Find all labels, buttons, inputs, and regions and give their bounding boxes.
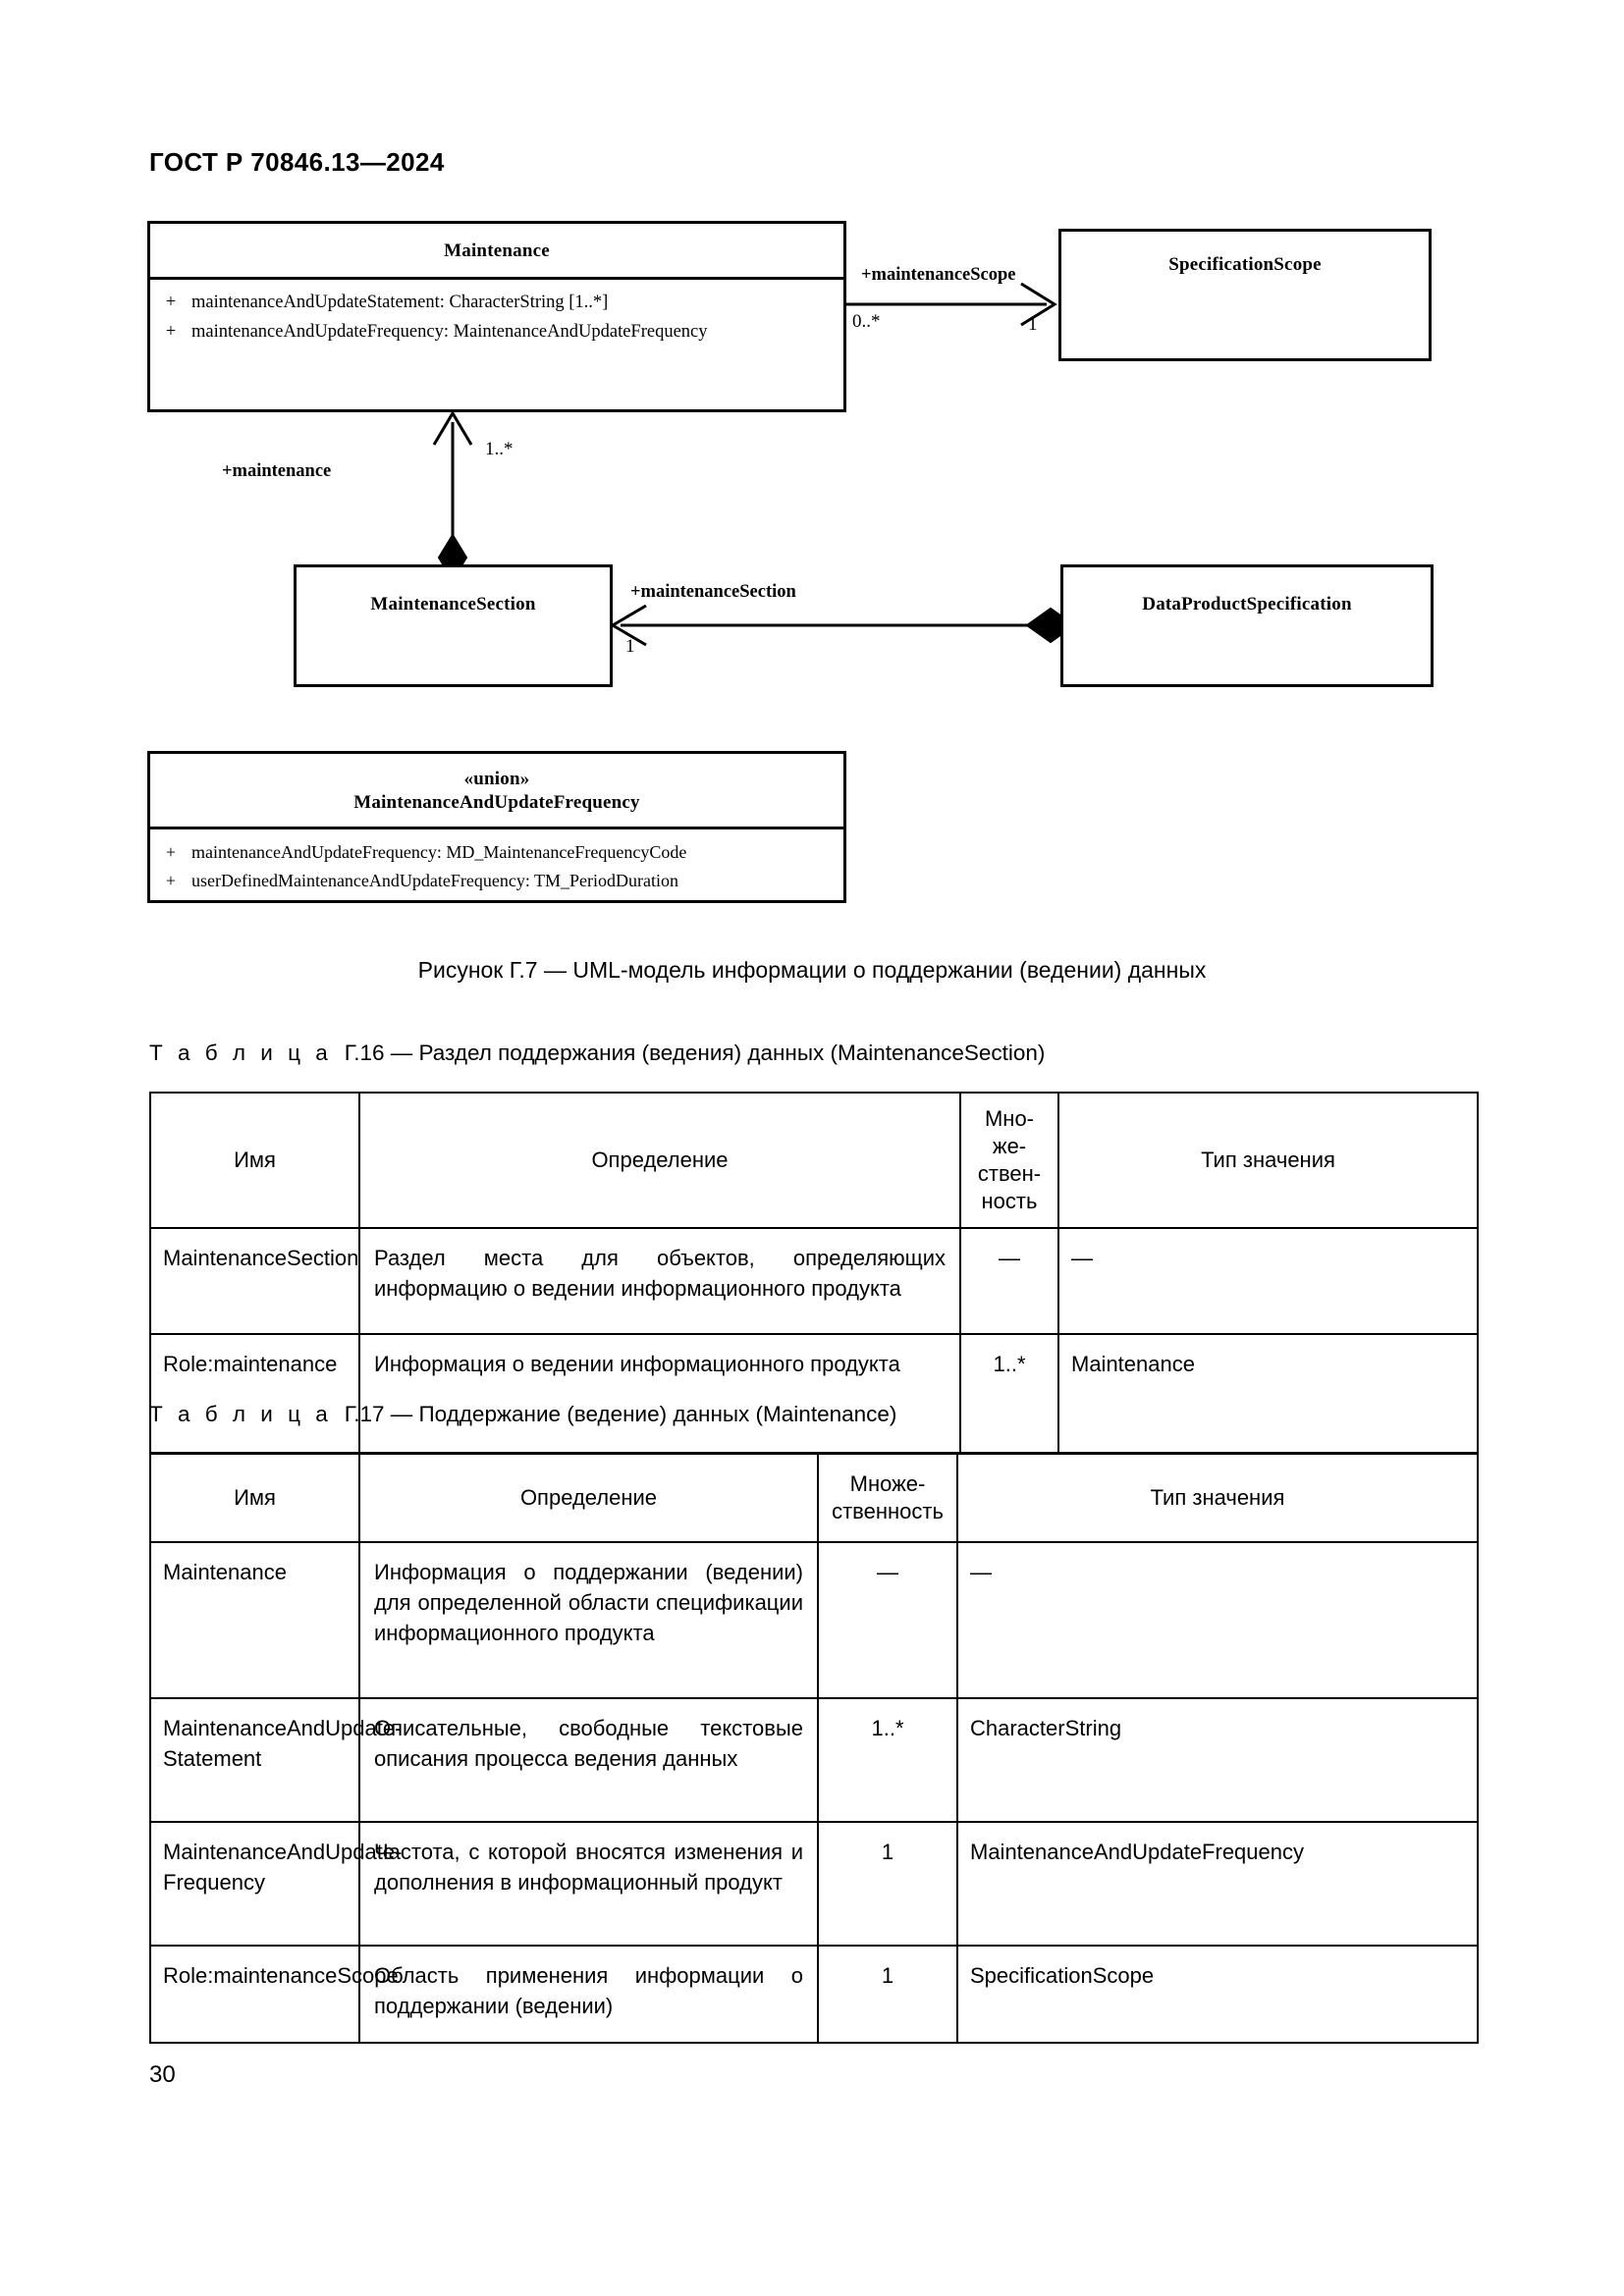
association-role-maintenancesection: +maintenanceSection	[630, 582, 796, 602]
attribute-text: maintenanceAndUpdateFrequency: Maintenan…	[191, 321, 708, 342]
cell-multiplicity: 1	[817, 1821, 958, 1947]
attribute-text: maintenanceAndUpdateStatement: Character…	[191, 292, 609, 312]
uml-attribute: + maintenanceAndUpdateStatement: Charact…	[150, 289, 843, 318]
table-row: Maintenance Информация о поддержании (ве…	[149, 1541, 1479, 1699]
uml-class-title: MaintenanceSection	[370, 594, 536, 614]
table-row: MaintenanceAndUpdate-Statement Описатель…	[149, 1697, 1479, 1823]
cell-definition: Информация о поддержании (ведении) для о…	[358, 1541, 819, 1699]
multiplicity-specificationscope-end: 1	[1028, 314, 1038, 335]
cell-value-type: Maintenance	[1057, 1333, 1479, 1454]
cell-name: MaintenanceSection	[149, 1227, 360, 1335]
association-role-maintenancescope: +maintenanceScope	[861, 265, 1016, 285]
page-number: 30	[149, 2061, 176, 2088]
cell-multiplicity: 1..*	[817, 1697, 958, 1823]
uml-stereotype: «union»	[463, 769, 530, 789]
uml-class-title: «union» MaintenanceAndUpdateFrequency	[150, 754, 843, 827]
uml-class-title: DataProductSpecification	[1142, 594, 1352, 614]
attribute-text: userDefinedMaintenanceAndUpdateFrequency…	[191, 870, 679, 890]
table-g17: Имя Определение Множе- ственность Тип зн…	[149, 1453, 1479, 2044]
header-definition: Определение	[358, 1453, 819, 1543]
table-caption-text: Г.16 — Раздел поддержания (ведения) данн…	[344, 1041, 1046, 1065]
table-caption-text: Г.17 — Поддержание (ведение) данных (Mai…	[344, 1402, 897, 1426]
table-row: Role:maintenanceScope Область применения…	[149, 1945, 1479, 2044]
uml-class-maintenance: Maintenance + maintenanceAndUpdateStatem…	[147, 221, 846, 412]
uml-class-maintenanceandupdatefrequency: «union» MaintenanceAndUpdateFrequency + …	[147, 751, 846, 903]
uml-attribute: + maintenanceAndUpdateFrequency: MD_Main…	[150, 838, 843, 867]
association-role-maintenance: +maintenance	[222, 461, 332, 481]
running-head: ГОСТ Р 70846.13—2024	[149, 147, 445, 177]
header-value-type: Тип значения	[1057, 1092, 1479, 1229]
table-g16: Имя Определение Мно- же- ствен- ность Ти…	[149, 1092, 1479, 1454]
table-row: MaintenanceAndUpdate-Frequency Частота, …	[149, 1821, 1479, 1947]
cell-multiplicity: —	[959, 1227, 1059, 1335]
table-caption-label: Т а б л и ц а	[149, 1402, 333, 1426]
uml-class-maintenancesection: MaintenanceSection	[294, 564, 613, 687]
cell-name: MaintenanceAndUpdate-Statement	[149, 1697, 402, 1823]
visibility-marker: +	[165, 841, 177, 862]
table-header-row: Имя Определение Мно- же- ствен- ность Ти…	[149, 1092, 1479, 1229]
visibility-marker: +	[165, 870, 177, 890]
header-multiplicity-line: Множе-	[849, 1470, 926, 1496]
cell-definition: Область применения информации о поддержа…	[358, 1945, 819, 2044]
cell-name: MaintenanceAndUpdate-Frequency	[149, 1821, 402, 1947]
multiplicity-maintenance-end: 0..*	[852, 311, 881, 332]
header-multiplicity: Мно- же- ствен- ность	[959, 1092, 1059, 1229]
table-row: MaintenanceSection Раздел места для объе…	[149, 1227, 1479, 1335]
uml-class-specificationscope: SpecificationScope	[1058, 229, 1432, 361]
cell-definition: Раздел места для объектов, определяющих …	[358, 1227, 961, 1335]
uml-class-name: MaintenanceAndUpdateFrequency	[353, 791, 640, 813]
attribute-text: maintenanceAndUpdateFrequency: MD_Mainte…	[191, 841, 687, 862]
table-row: Role:maintenance Информация о ведении ин…	[149, 1333, 1479, 1454]
cell-multiplicity: —	[817, 1541, 958, 1699]
uml-attribute: + userDefinedMaintenanceAndUpdateFrequen…	[150, 867, 843, 895]
table-caption-g16: Т а б л и ц а Г.16 — Раздел поддержания …	[149, 1041, 1045, 1066]
multiplicity-maintenancesection-end: 1	[625, 636, 635, 657]
figure-caption: Рисунок Г.7 — UML-модель информации о по…	[417, 957, 1207, 983]
table-caption-label: Т а б л и ц а	[149, 1041, 333, 1065]
cell-value-type: —	[956, 1541, 1479, 1699]
uml-attribute-list: + maintenanceAndUpdateFrequency: MD_Main…	[150, 829, 843, 895]
header-multiplicity-line: Мно-	[984, 1105, 1035, 1131]
header-definition: Определение	[358, 1092, 961, 1229]
cell-value-type: SpecificationScope	[956, 1945, 1479, 2044]
uml-attribute-list: + maintenanceAndUpdateStatement: Charact…	[150, 280, 843, 347]
multiplicity-maintenance-target: 1..*	[485, 439, 514, 459]
uml-class-dataproductspecification: DataProductSpecification	[1060, 564, 1434, 687]
header-name: Имя	[149, 1453, 360, 1543]
uml-diagram: Maintenance + maintenanceAndUpdateStatem…	[147, 221, 1483, 928]
uml-divider	[150, 826, 843, 829]
header-name: Имя	[149, 1092, 360, 1229]
cell-definition: Частота, с которой вносятся изменения и …	[358, 1821, 819, 1947]
visibility-marker: +	[165, 321, 177, 342]
cell-multiplicity: 1	[817, 1945, 958, 2044]
cell-value-type: MaintenanceAndUpdateFrequency	[956, 1821, 1479, 1947]
cell-definition: Описательные, свободные текстовые описан…	[358, 1697, 819, 1823]
visibility-marker: +	[165, 292, 177, 312]
uml-class-title: Maintenance	[444, 240, 550, 261]
cell-name: Role:maintenanceScope	[149, 1945, 399, 2044]
cell-multiplicity: 1..*	[959, 1333, 1059, 1454]
cell-name: Maintenance	[149, 1541, 360, 1699]
header-multiplicity-line: ность	[981, 1189, 1038, 1214]
table-header-row: Имя Определение Множе- ственность Тип зн…	[149, 1453, 1479, 1543]
header-multiplicity-line: ственность	[832, 1499, 944, 1523]
header-multiplicity: Множе- ственность	[817, 1453, 958, 1543]
table-caption-g17: Т а б л и ц а Г.17 — Поддержание (ведени…	[149, 1402, 896, 1427]
uml-attribute: + maintenanceAndUpdateFrequency: Mainten…	[150, 318, 843, 347]
header-multiplicity-line: же-	[992, 1133, 1027, 1158]
cell-name: Role:maintenance	[149, 1333, 360, 1454]
header-value-type: Тип значения	[956, 1453, 1479, 1543]
uml-class-title: SpecificationScope	[1168, 254, 1322, 275]
header-multiplicity-line: ствен-	[977, 1161, 1042, 1186]
cell-value-type: CharacterString	[956, 1697, 1479, 1823]
cell-value-type: —	[1057, 1227, 1479, 1335]
cell-definition: Информация о ведении информационного про…	[358, 1333, 961, 1454]
uml-divider	[150, 276, 843, 280]
